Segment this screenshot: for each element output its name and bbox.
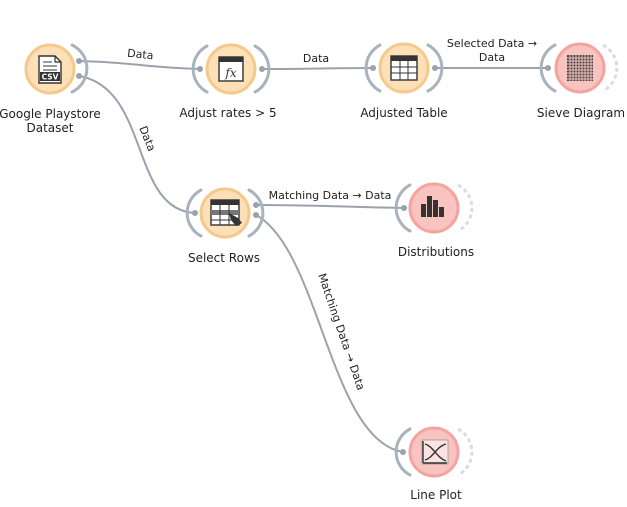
input-dot xyxy=(401,205,407,211)
fx-icon-text: fx xyxy=(224,66,236,80)
output-dot xyxy=(76,73,82,79)
link-label-dataset-formula: Data xyxy=(127,47,154,63)
output-dot xyxy=(76,58,82,64)
output-channel-inactive xyxy=(602,43,619,93)
input-dot xyxy=(197,66,203,72)
output-dot xyxy=(259,66,265,72)
link-label-table-sieve-line2: Data xyxy=(479,51,505,64)
link-label-table-sieve-line1: Selected Data → xyxy=(447,37,537,50)
csv-file-icon: CSV xyxy=(38,55,62,84)
link-formula-table[interactable] xyxy=(261,67,374,70)
input-channel[interactable] xyxy=(394,183,412,233)
node-label: Adjusted Table xyxy=(360,106,447,120)
output-channel-inactive xyxy=(457,183,474,233)
input-channel[interactable] xyxy=(394,427,412,477)
node-adjusted-table[interactable]: Adjusted Table xyxy=(360,42,448,120)
select-rows-icon xyxy=(210,199,242,226)
link-select-distributions[interactable] xyxy=(255,204,405,209)
input-dot xyxy=(545,65,551,71)
node-label: Adjust rates > 5 xyxy=(179,106,276,120)
link-dataset-formula[interactable] xyxy=(78,60,201,70)
output-channel-inactive xyxy=(457,427,474,477)
line-plot-icon xyxy=(421,439,449,465)
link-label-select-distributions: Matching Data → Data xyxy=(269,189,392,202)
output-dot xyxy=(253,212,259,218)
link-label-formula-table: Data xyxy=(303,52,329,65)
link-dataset-select[interactable] xyxy=(78,75,196,214)
node-line-plot[interactable]: Line Plot xyxy=(394,426,474,502)
output-dot xyxy=(253,202,259,208)
input-channel[interactable] xyxy=(185,188,203,238)
links xyxy=(76,58,551,455)
bar-chart-icon xyxy=(421,196,444,217)
input-dot xyxy=(370,65,376,71)
input-channel[interactable] xyxy=(539,43,557,93)
node-label: Line Plot xyxy=(410,488,462,502)
node-distributions[interactable]: Distributions xyxy=(394,182,474,259)
input-channel[interactable] xyxy=(364,43,382,93)
node-adjust-rates[interactable]: fx Adjust rates > 5 xyxy=(179,43,277,120)
input-channel[interactable] xyxy=(191,44,209,94)
output-channel[interactable] xyxy=(70,43,89,94)
output-channel[interactable] xyxy=(247,188,265,238)
input-dot xyxy=(192,210,198,216)
output-dot xyxy=(432,65,438,71)
output-channel[interactable] xyxy=(426,43,444,93)
input-dot xyxy=(400,449,406,455)
formula-icon: fx xyxy=(218,56,244,82)
node-label: Sieve Diagram xyxy=(537,106,625,120)
node-label: Distributions xyxy=(398,245,474,259)
node-label: Select Rows xyxy=(188,251,260,265)
node-select-rows[interactable]: Select Rows xyxy=(185,187,265,265)
output-channel[interactable] xyxy=(253,44,271,94)
csv-icon-text: CSV xyxy=(42,73,59,82)
node-label-line2: Dataset xyxy=(27,121,74,135)
link-select-lineplot[interactable] xyxy=(255,214,404,453)
node-sieve-diagram[interactable]: Sieve Diagram xyxy=(537,42,625,120)
sieve-grid-icon xyxy=(567,55,593,81)
node-label-line1: Google Playstore xyxy=(0,107,101,121)
node-google-playstore-dataset[interactable]: CSV Google Playstore Dataset xyxy=(0,43,101,135)
table-icon xyxy=(390,55,418,81)
